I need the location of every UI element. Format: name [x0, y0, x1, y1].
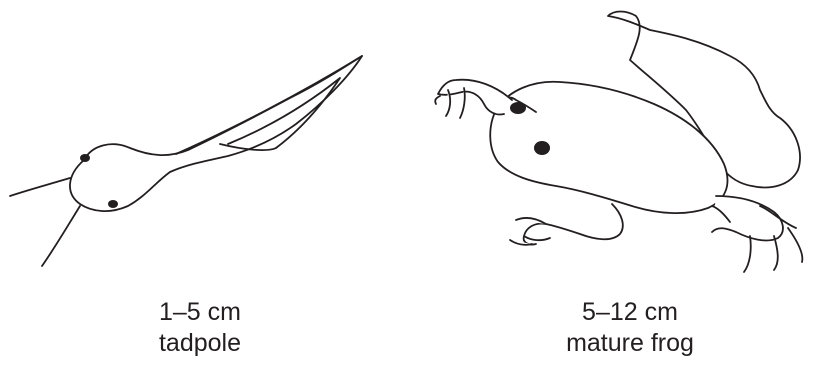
tadpole-eye-top [80, 154, 90, 162]
tadpole-eye-side [108, 200, 118, 208]
frog-size-label: 5–12 cm [530, 297, 730, 328]
frog-eye-side [534, 141, 550, 155]
frog-caption: 5–12 cm mature frog [530, 297, 730, 359]
frog-hind-leg-lower [712, 196, 783, 240]
tadpole-figure: 1–5 cm tadpole [0, 0, 380, 367]
frog-name-label: mature frog [530, 328, 730, 359]
frog-front-arm-lower [524, 204, 623, 245]
tadpole-icon [0, 0, 380, 290]
tadpole-feeler-right [42, 206, 80, 266]
frog-icon [400, 0, 816, 290]
tadpole-feeler-left [10, 178, 70, 196]
tadpole-name-label: tadpole [100, 328, 300, 359]
tadpole-size-label: 1–5 cm [100, 297, 300, 328]
frog-figure: 5–12 cm mature frog [400, 0, 816, 367]
tadpole-body-outline [70, 56, 362, 211]
frog-eye-top [510, 102, 526, 114]
tadpole-caption: 1–5 cm tadpole [100, 297, 300, 359]
